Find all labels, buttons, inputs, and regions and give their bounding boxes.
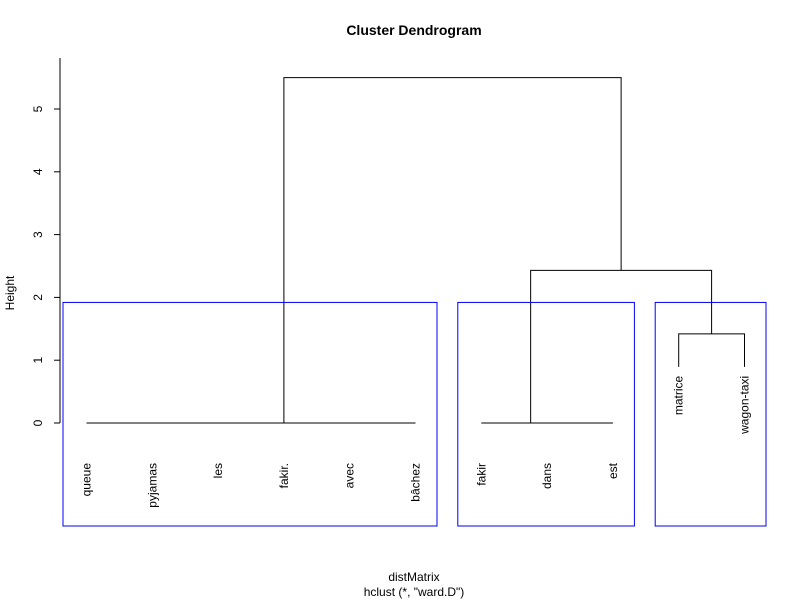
chart-title: Cluster Dendrogram [346, 22, 481, 38]
y-tick-label: 3 [31, 231, 45, 238]
leaf-label: est [606, 462, 620, 479]
y-axis-label: Height [3, 275, 17, 310]
cluster-boxes [62, 301, 767, 527]
y-tick-label: 4 [31, 168, 45, 175]
dendrogram-links [86, 77, 745, 424]
leaf-label: dans [540, 463, 554, 489]
leaf-label: les [211, 463, 225, 478]
y-tick-label: 2 [31, 294, 45, 301]
leaf-label: fakir. [277, 463, 291, 488]
cluster-box-3 [654, 301, 767, 527]
x-axis-sublabel: hclust (*, "ward.D") [364, 585, 465, 599]
leaf-label: pyjamas [145, 463, 159, 508]
leaf-label: queue [80, 463, 94, 497]
leaf-label: fakir [474, 463, 488, 486]
merge-root [283, 77, 622, 423]
y-tick-label: 0 [31, 419, 45, 426]
leaf-label: avec [343, 463, 357, 488]
cluster-box-2 [457, 301, 635, 527]
cluster-box-1 [62, 301, 438, 527]
leaf-labels: queue pyjamas les fakir. avec bâchez fakir dans… [80, 376, 752, 508]
x-axis-label: distMatrix [388, 570, 439, 584]
leaf-label: bâchez [409, 463, 423, 502]
y-tick-label: 1 [31, 357, 45, 364]
y-axis: 0 1 2 3 4 5 [31, 58, 61, 426]
y-tick-label: 5 [31, 105, 45, 112]
merge-matrice-wagon-taxi [678, 333, 745, 367]
leaf-label: matrice [672, 376, 686, 416]
leaf-label: wagon-taxi [738, 376, 752, 435]
